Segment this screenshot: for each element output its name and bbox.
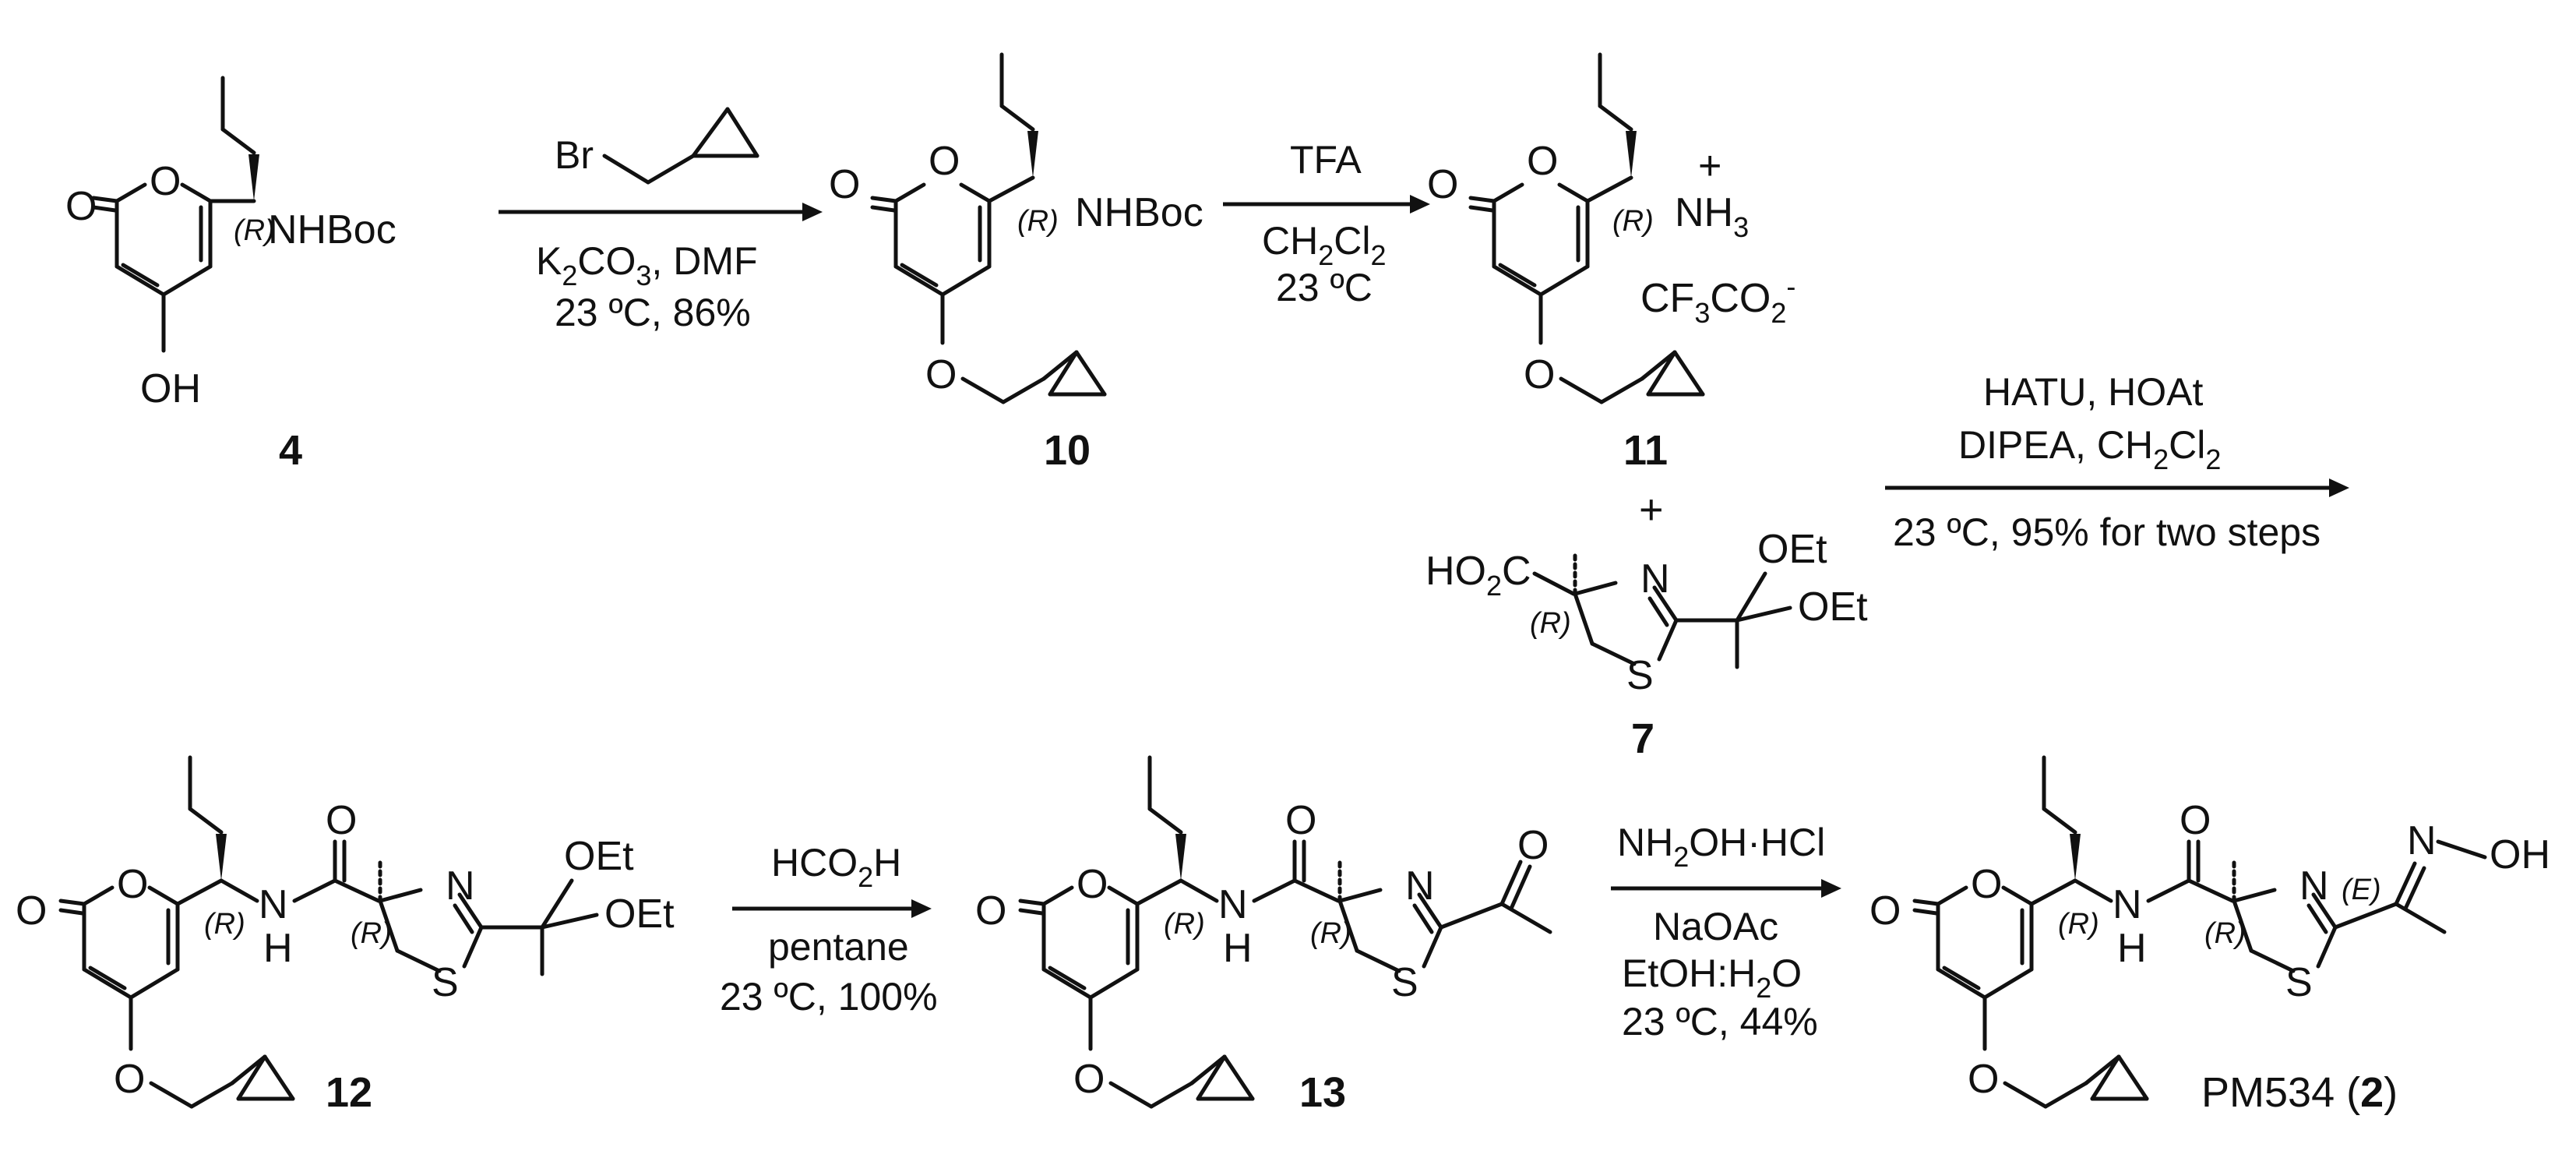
stereo-label-13b: (R) (1310, 917, 1351, 950)
ketone-o-13: O (1517, 823, 1549, 868)
stereo-label-10: (R) (1017, 205, 1059, 238)
compound-number-10: 10 (1044, 427, 1091, 474)
thiazoline-s-13: S (1391, 960, 1418, 1005)
counterion-11: CF3CO2- (1640, 270, 1795, 329)
ammonium-11: NH3 (1675, 190, 1749, 243)
reaction-arrow-1: Br K2CO3, DMF 23 ºC, 86% (499, 107, 823, 334)
stereo-label-7: (R) (1530, 607, 1571, 640)
amide-n-12: N (259, 882, 288, 927)
stereo-label-12b: (R) (351, 917, 392, 950)
stereo-label-2b: (R) (2204, 917, 2246, 950)
compound-number-13: 13 (1299, 1069, 1346, 1116)
compound-11: O O (R) NH3 + O CF3CO2- 11 (1427, 55, 1795, 474)
amide-o-13: O (1285, 798, 1316, 843)
thiazoline-n-7: N (1640, 556, 1670, 602)
thiazoline-n-12: N (446, 863, 475, 909)
reaction-arrow-2: TFA CH2Cl2 23 ºC (1223, 138, 1430, 309)
nhboc-4: NHBoc (268, 207, 396, 252)
oet1-7: OEt (1757, 527, 1827, 572)
compound-10: O O (R) NHBoc O 10 (829, 55, 1203, 474)
amide-h-13: H (1223, 926, 1253, 971)
step1-line2: K2CO3, DMF (536, 239, 758, 291)
oxime-n-2: N (2407, 818, 2437, 863)
ring-o-11: O (1527, 139, 1558, 184)
compound-number-4: 4 (279, 427, 302, 474)
compound-number-12: 12 (326, 1069, 372, 1116)
carbonyl-o-2: O (1869, 888, 1901, 934)
e-label-2: (E) (2342, 874, 2381, 906)
ring-o-12: O (117, 862, 148, 907)
amide-n-2: N (2113, 882, 2142, 927)
step4-line3: 23 ºC, 100% (720, 975, 938, 1019)
stereo-label-2a: (R) (2058, 908, 2099, 941)
oxime-oh-2: OH (2490, 832, 2550, 877)
reaction-arrow-3: HATU, HOAt DIPEA, CH2Cl2 23 ºC, 95% for … (1885, 370, 2349, 554)
nhboc-10: NHBoc (1075, 190, 1203, 235)
stereo-label-4: (R) (234, 214, 275, 247)
ring-o-2: O (1971, 862, 2002, 907)
reaction-arrow-5: NH2OH·HCl NaOAc EtOH:H2O 23 ºC, 44% (1611, 821, 1841, 1043)
carbonyl-o-4: O (65, 184, 97, 229)
thiazoline-n-13: N (1405, 863, 1435, 909)
amide-n-13: N (1218, 882, 1248, 927)
ring-o-4: O (150, 159, 181, 204)
ether-o-11: O (1524, 352, 1555, 397)
step2-line2: CH2Cl2 (1262, 219, 1387, 271)
carbonyl-o-13: O (975, 888, 1006, 934)
compound-number-7: 7 (1631, 715, 1654, 762)
ammonium-charge-11: + (1698, 143, 1721, 189)
acid-7: HO2C (1425, 549, 1531, 602)
thiazoline-s-7: S (1626, 653, 1654, 698)
step2-line1: TFA (1290, 138, 1362, 182)
ether-o-13: O (1073, 1057, 1105, 1102)
compound-name-2: PM534 (2) (2201, 1069, 2398, 1116)
step4-line1: HCO2H (771, 841, 901, 893)
stereo-label-11: (R) (1612, 205, 1654, 238)
thiazoline-s-12: S (432, 960, 459, 1005)
step1-line3: 23 ºC, 86% (555, 291, 751, 334)
ether-o-10: O (925, 352, 957, 397)
ring-o-13: O (1077, 862, 1108, 907)
thiazoline-n-2: N (2299, 863, 2329, 909)
compound-12: O O (R) N H O (R) N S OEt OEt O 12 (16, 757, 675, 1116)
step5-line3: EtOH:H2O (1622, 951, 1802, 1004)
reagent-br: Br (555, 133, 594, 177)
ring-o-10: O (929, 139, 960, 184)
step5-line2: NaOAc (1653, 905, 1778, 948)
compound-4: O O (R) NHBoc OH 4 (65, 78, 396, 474)
compound-7: HO2C (R) N S OEt OEt 7 (1425, 527, 1868, 762)
stereo-label-13a: (R) (1164, 908, 1205, 941)
carbonyl-o-12: O (16, 888, 47, 934)
thiazoline-s-2: S (2285, 960, 2313, 1005)
stereo-label-12a: (R) (204, 908, 245, 941)
plus-sign: + (1639, 486, 1664, 533)
carbonyl-o-11: O (1427, 162, 1458, 207)
oet2-12: OEt (604, 891, 675, 937)
reaction-arrow-4: HCO2H pentane 23 ºC, 100% (720, 841, 938, 1019)
amide-h-12: H (263, 926, 293, 971)
step4-line2: pentane (768, 925, 909, 969)
step5-line1: NH2OH·HCl (1617, 821, 1825, 873)
compound-number-11: 11 (1623, 427, 1668, 474)
oet1-12: OEt (564, 834, 634, 879)
hydroxyl-4: OH (140, 366, 201, 411)
ether-o-12: O (114, 1057, 145, 1102)
oet2-7: OEt (1798, 584, 1868, 630)
ether-o-2: O (1968, 1057, 1999, 1102)
step2-line3: 23 ºC (1276, 266, 1373, 309)
step3-line2: DIPEA, CH2Cl2 (1958, 423, 2221, 475)
amide-o-12: O (326, 798, 357, 843)
step5-line4: 23 ºC, 44% (1622, 1000, 1818, 1043)
carbonyl-o-10: O (829, 162, 860, 207)
amide-o-2: O (2180, 798, 2211, 843)
step3-line3: 23 ºC, 95% for two steps (1893, 510, 2321, 554)
compound-2: O O (R) N H O (R) N S (E) N OH O PM534 (… (1869, 757, 2550, 1116)
step3-line1: HATU, HOAt (1983, 370, 2204, 414)
amide-h-2: H (2117, 926, 2147, 971)
compound-13: O O (R) N H O (R) N S O O 13 (975, 757, 1552, 1116)
